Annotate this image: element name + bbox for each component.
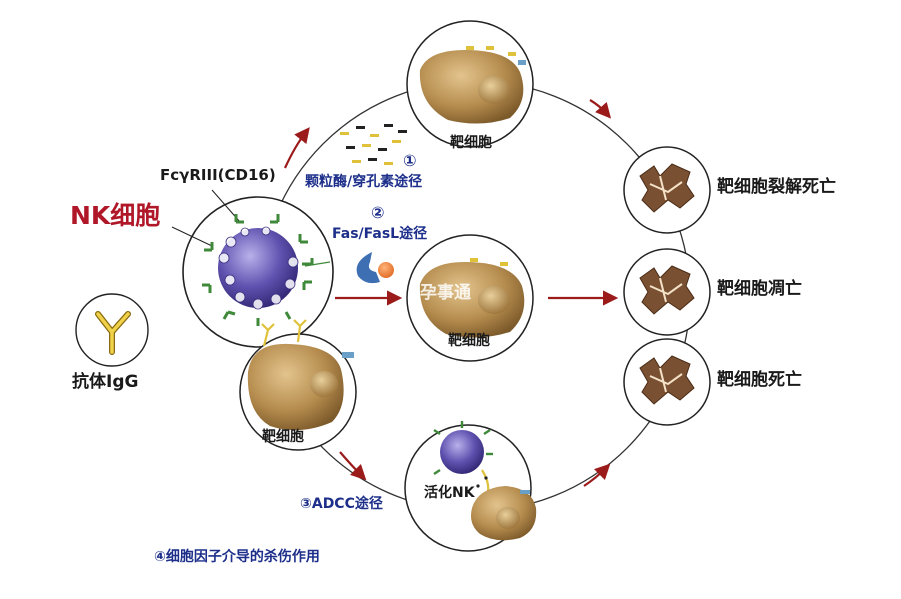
watermark: 孕事通 <box>420 283 471 303</box>
arrow-to-bottom <box>339 451 367 481</box>
pathway-2-number: ② <box>371 203 385 222</box>
activated-nk-label: 活化NK <box>424 485 475 501</box>
fas-fasl-complex <box>356 252 394 284</box>
target-cell-bottom <box>471 486 537 541</box>
nk-leader <box>171 226 213 247</box>
result-lysis-label: 靶细胞裂解死亡 <box>717 177 836 197</box>
pathway-1-label: 颗粒酶/穿孔素途径 <box>305 174 423 190</box>
target-cell-left <box>247 319 354 431</box>
arrow-to-top <box>283 127 310 169</box>
nk-cell <box>202 214 331 326</box>
arrow-top-to-result <box>589 99 612 119</box>
dead-cell-lysis <box>639 163 695 213</box>
target-cell-top <box>419 46 526 124</box>
result-apoptosis-label: 靶细胞凋亡 <box>717 279 802 299</box>
receptor-label: FcγRIII(CD16) <box>160 166 276 184</box>
granzyme-particles <box>340 124 407 165</box>
target-cell-label-mid: 靶细胞 <box>448 333 490 349</box>
activated-nk-cell <box>433 421 494 499</box>
nk-cell-label: NK细胞 <box>70 201 161 230</box>
pathway-3-label: ③ADCC途径 <box>300 496 383 512</box>
target-cell-mid <box>419 258 525 338</box>
target-cell-label-left: 靶细胞 <box>262 429 304 445</box>
dead-cell-apoptosis <box>639 265 695 315</box>
pathway-2-label: Fas/FasL途径 <box>332 226 428 242</box>
antibody-label: 抗体IgG <box>72 372 139 392</box>
dead-cell-death <box>639 355 695 405</box>
result-death-label: 靶细胞死亡 <box>717 370 802 390</box>
target-cell-label-top: 靶细胞 <box>450 135 492 151</box>
pathway-1-number: ① <box>403 151 417 170</box>
pathway-4-label: ④细胞因子介导的杀伤作用 <box>154 549 320 565</box>
arrow-bottom-to-result <box>583 463 611 487</box>
